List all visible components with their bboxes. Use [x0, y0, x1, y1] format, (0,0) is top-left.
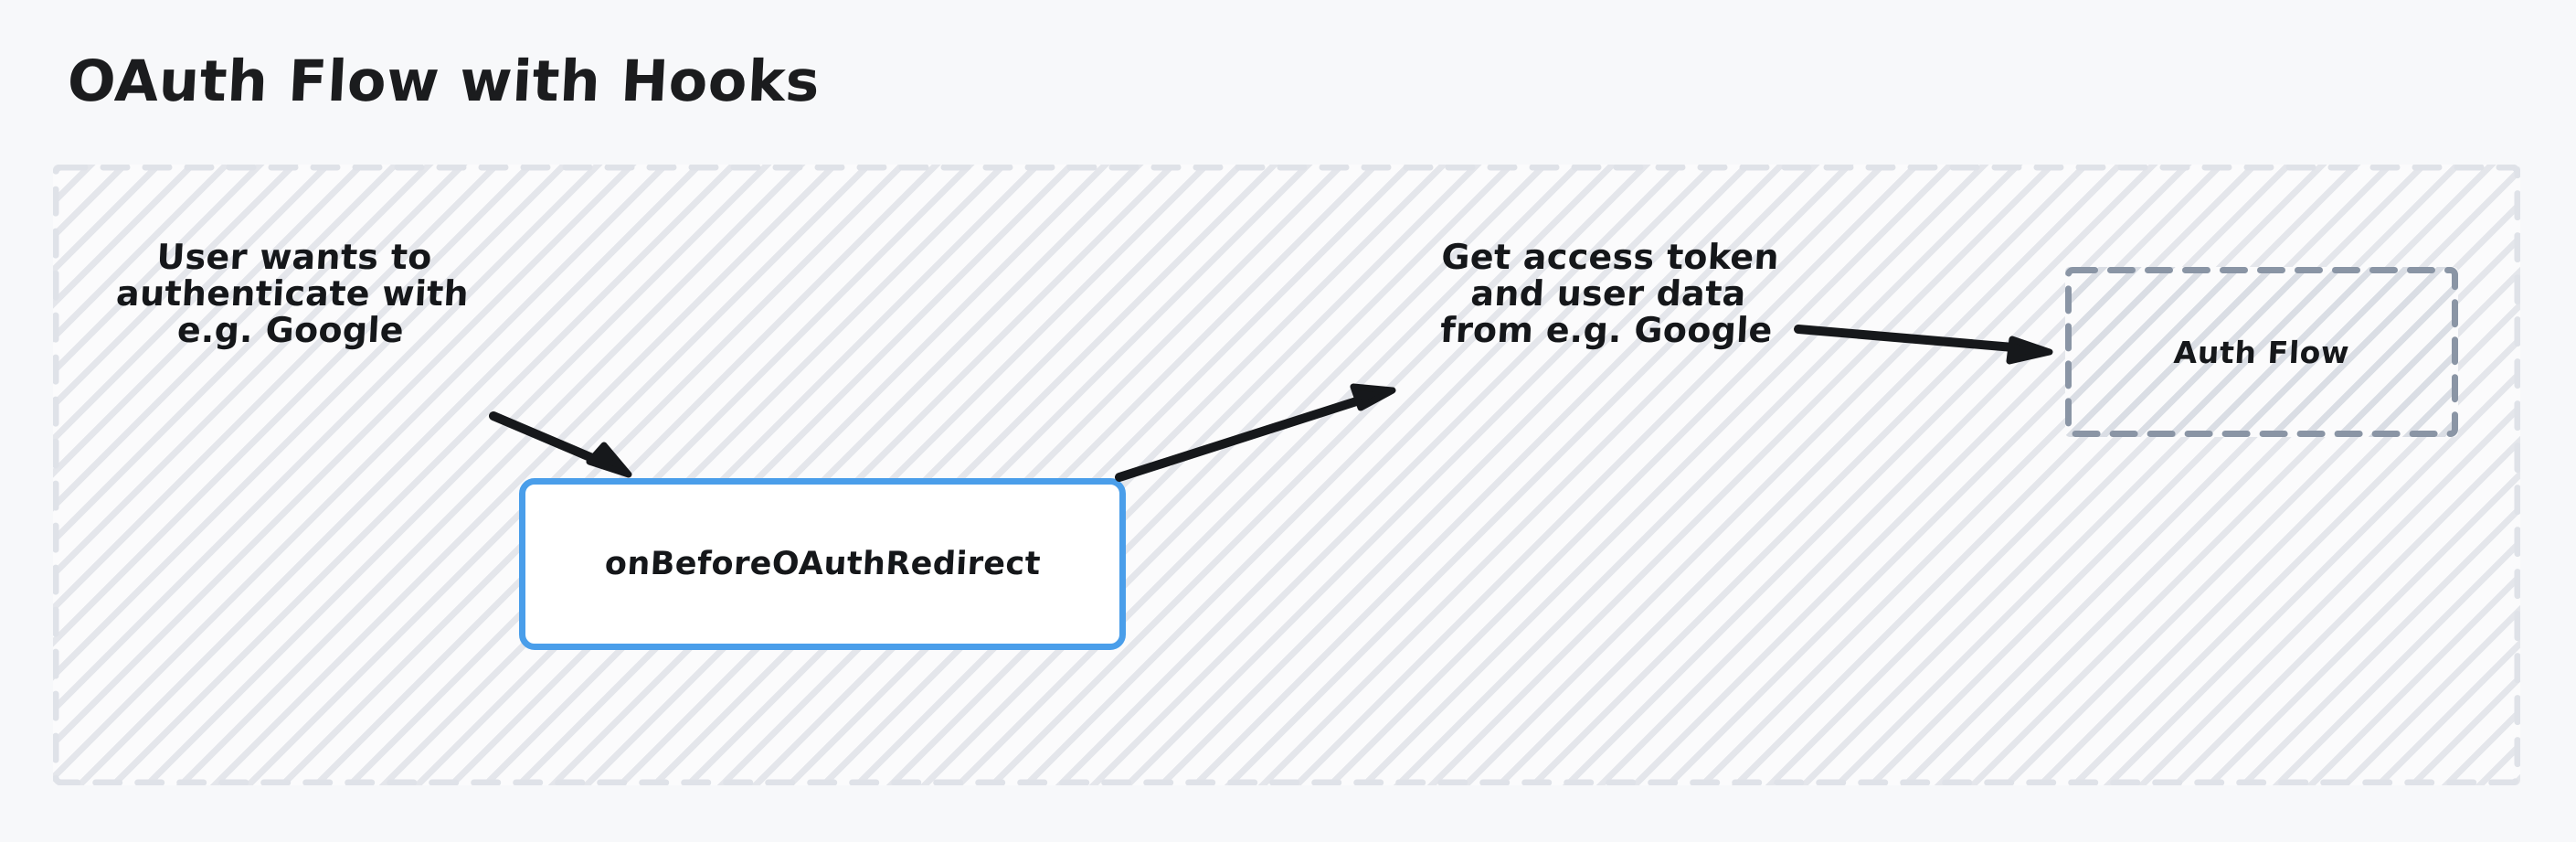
page-title: OAuth Flow with Hooks — [66, 48, 822, 114]
edge-label-user-line1: User wants to — [155, 237, 433, 277]
hook-node[interactable]: onBeforeOAuthRedirect — [519, 478, 1126, 650]
edge-label-user-line2: authenticate with — [115, 272, 471, 314]
edge-label-token-exchange: Get access token and user data from e.g.… — [1405, 237, 1812, 350]
auth-flow-group-label: Auth Flow — [2172, 334, 2351, 370]
edge-label-token-line3: from e.g. Google — [1439, 309, 1774, 350]
edge-label-token-line2: and user data — [1469, 272, 1747, 314]
hook-node-label: onBeforeOAuthRedirect — [603, 546, 1042, 582]
edge-label-user-line3: e.g. Google — [175, 309, 406, 350]
edge-label-token-line1: Get access token — [1440, 237, 1781, 277]
auth-flow-group[interactable]: Auth Flow — [2065, 267, 2458, 437]
edge-label-user-request: User wants to authenticate with e.g. Goo… — [98, 237, 487, 350]
